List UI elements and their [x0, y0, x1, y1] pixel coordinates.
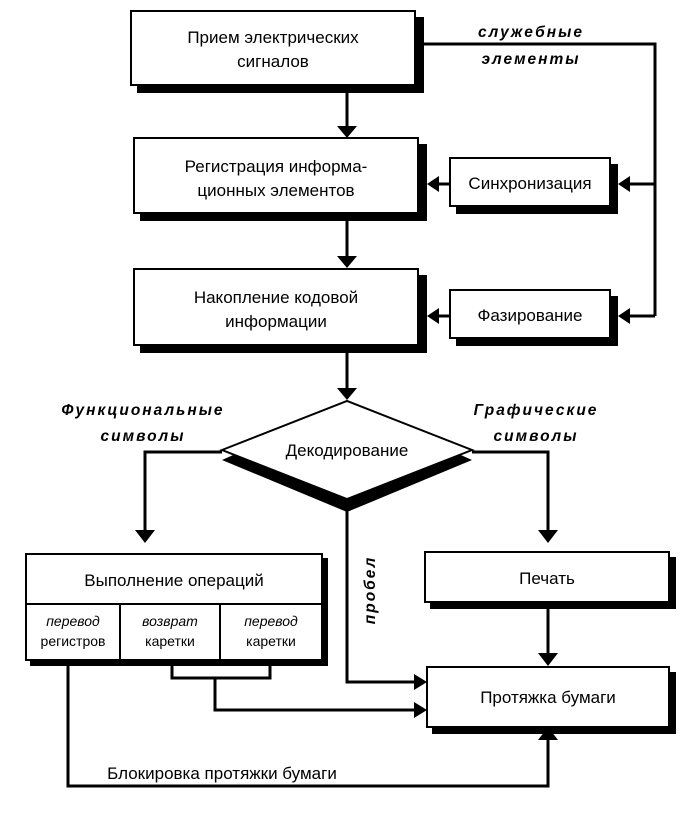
block-paper-feed-label: Протяжка бумаги: [480, 688, 616, 707]
carriage-shift-line1: перевод: [244, 613, 298, 629]
block-sync: Синхронизация: [449, 157, 618, 214]
carriage-shift-line2: каретки: [246, 633, 296, 649]
arrow-space-to-paper-feed: [345, 510, 415, 684]
block-decode: Декодирование: [219, 399, 475, 512]
block-accumulate: Накопление кодовой информации: [133, 268, 427, 353]
block-phasing: Фазирование: [449, 289, 618, 346]
arrow-carriage-to-paper-feed: [213, 678, 415, 712]
block-phasing-label: Фазирование: [477, 306, 582, 325]
label-functional-line1: Функциональные: [61, 402, 224, 419]
block-paper-feed: Протяжка бумаги: [426, 666, 676, 734]
block-print: Печать: [424, 551, 676, 609]
label-service-line2: элементы: [481, 51, 580, 68]
arrow-decode-to-execute: [143, 450, 222, 530]
block-accumulate-line1: Накопление кодовой: [194, 288, 358, 307]
block-accumulate-line2: информации: [225, 312, 327, 331]
arrow-decode-to-print: [472, 450, 550, 530]
label-space: пробел: [362, 556, 379, 624]
block-print-label: Печать: [519, 569, 575, 588]
label-functional-line2: символы: [101, 428, 186, 445]
block-register-line2: ционных элементов: [197, 181, 354, 200]
carriage-return-line1: возврат: [142, 613, 198, 629]
register-shift-line2: регистров: [41, 633, 106, 649]
service-elements-line: [415, 42, 657, 316]
register-shift-line1: перевод: [46, 613, 100, 629]
carriage-bracket: [170, 664, 272, 680]
block-execute-label: Выполнение операций: [84, 571, 263, 590]
block-decode-label: Декодирование: [286, 441, 409, 460]
carriage-return-line2: каретки: [145, 633, 195, 649]
block-receive-line2: сигналов: [237, 52, 309, 71]
label-service-line1: служебные: [478, 24, 584, 41]
block-execute: Выполнение операций перевод регистров во…: [25, 553, 328, 666]
block-register: Регистрация информа- ционных элементов: [133, 137, 427, 221]
label-graphic-line1: Графические: [474, 402, 599, 419]
block-sync-label: Синхронизация: [468, 174, 591, 193]
label-block-feed: Блокировка протяжки бумаги: [107, 764, 337, 783]
block-receive-line1: Прием электрических: [187, 28, 359, 47]
block-register-line1: Регистрация информа-: [185, 157, 368, 176]
block-receive: Прием электрических сигналов: [130, 10, 424, 93]
block-feed-line: [66, 664, 550, 788]
connectors: [66, 42, 657, 788]
label-graphic-line2: символы: [494, 428, 579, 445]
